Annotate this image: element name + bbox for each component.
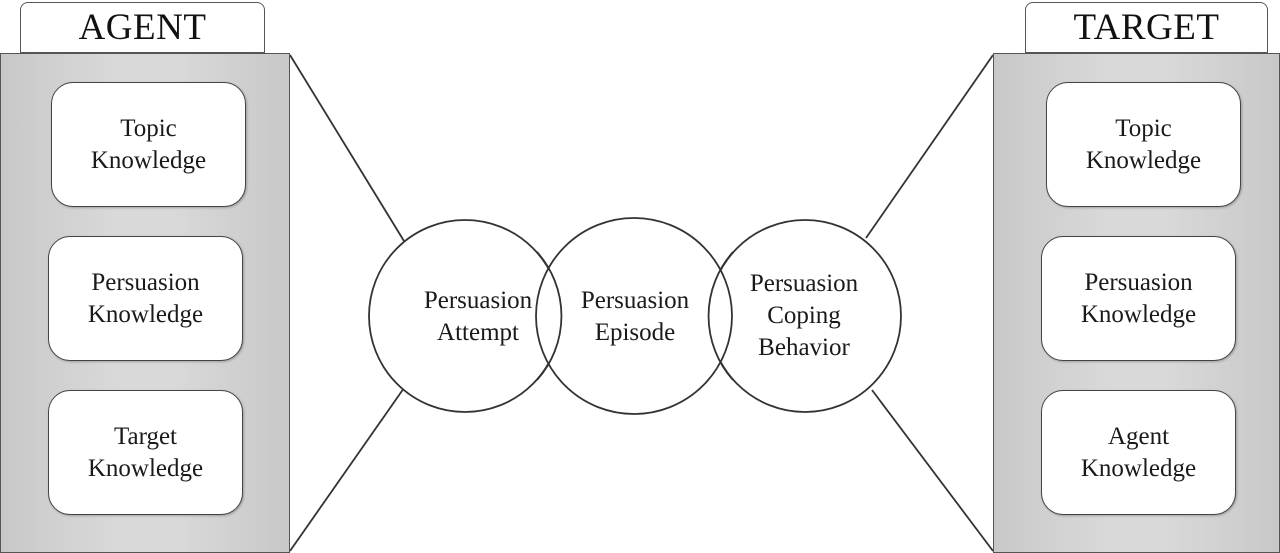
target-agent-knowledge-box: Agent Knowledge: [1041, 390, 1236, 515]
persuasion-coping-behavior-label: Persuasion Coping Behavior: [749, 270, 859, 361]
persuasion-episode-label: Persuasion Episode: [580, 287, 690, 346]
connector-target-bottom: [871, 389, 994, 552]
circle-persuasion-coping-overlap-arc: [707, 251, 734, 381]
connector-agent-bottom: [289, 387, 405, 552]
circle-persuasion-attempt-overlap-arc: [536, 251, 563, 381]
agent-target-knowledge-box: Target Knowledge: [48, 390, 243, 515]
target-title: TARGET: [1025, 2, 1268, 53]
connector-target-top: [865, 54, 994, 239]
connector-agent-top: [289, 54, 405, 242]
agent-title: AGENT: [20, 2, 265, 53]
agent-persuasion-knowledge-box: Persuasion Knowledge: [48, 236, 243, 361]
circle-persuasion-episode: [535, 217, 733, 415]
target-topic-knowledge-box: Topic Knowledge: [1046, 82, 1241, 207]
agent-topic-knowledge-box: Topic Knowledge: [51, 82, 246, 207]
target-persuasion-knowledge-box: Persuasion Knowledge: [1041, 236, 1236, 361]
persuasion-attempt-label: Persuasion Attempt: [423, 287, 533, 346]
